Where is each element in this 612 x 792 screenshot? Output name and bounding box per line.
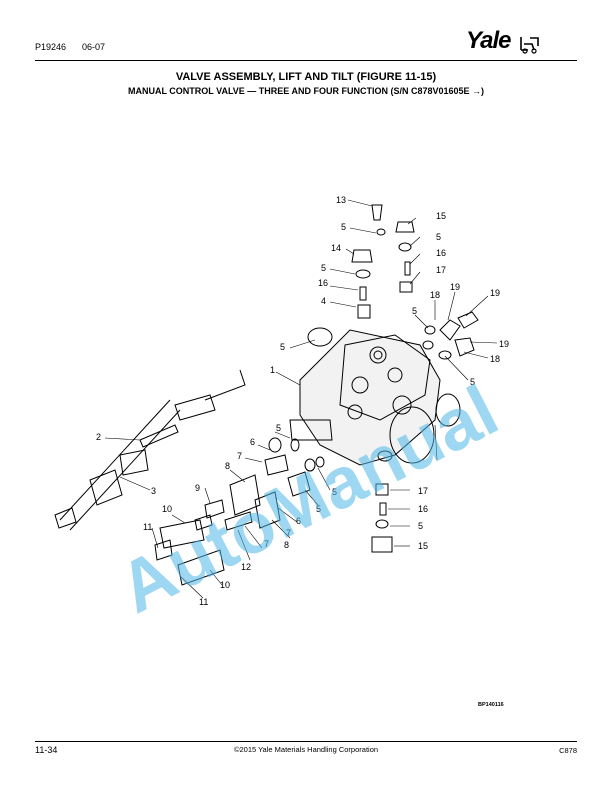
- callout-label: 15: [436, 211, 446, 221]
- page-title: VALVE ASSEMBLY, LIFT AND TILT (FIGURE 11…: [175, 71, 437, 83]
- callout-label: 4: [321, 296, 326, 306]
- document-date: 06-07: [82, 42, 106, 52]
- callout-label: 5: [321, 263, 326, 273]
- callout-label: 3: [151, 486, 156, 496]
- callout-label: 11: [143, 522, 152, 532]
- model-code: C878: [559, 746, 577, 755]
- callout-label: 7: [237, 451, 242, 461]
- callout-label: 16: [436, 248, 446, 258]
- callout-label: 5: [276, 423, 281, 433]
- callout-label: 17: [418, 486, 428, 496]
- callout-label: 5: [470, 377, 475, 387]
- figure-code: BP140116: [478, 702, 504, 708]
- page-number: 11-34: [35, 745, 58, 755]
- callout-label: 5: [280, 342, 285, 352]
- brand-logo-text: Yale: [466, 27, 511, 54]
- header-rule: [35, 60, 577, 61]
- callout-label: 9: [195, 483, 200, 493]
- callout-label: 5: [436, 232, 441, 242]
- callout-label: 16: [418, 504, 428, 514]
- callout-label: 7: [286, 528, 291, 538]
- callout-label: 11: [199, 597, 208, 607]
- callout-label: 16: [318, 278, 328, 288]
- callout-label: 5: [341, 222, 346, 232]
- callout-label: 2: [96, 432, 101, 442]
- callout-label: 5: [316, 504, 321, 514]
- callout-label: 18: [490, 354, 500, 364]
- callout-label: 5: [418, 521, 423, 531]
- callout-label: 5: [332, 487, 337, 497]
- callout-label: 8: [225, 461, 230, 471]
- callout-label: 19: [450, 282, 460, 292]
- callout-label: 18: [430, 290, 440, 300]
- callout-label: 10: [220, 580, 230, 590]
- callout-label: 14: [331, 243, 341, 253]
- callout-label: 1: [270, 365, 275, 375]
- callout-label: 10: [162, 504, 172, 514]
- callout-label: 5: [412, 306, 417, 316]
- copyright: ©2015 Yale Materials Handling Corporatio…: [233, 745, 379, 754]
- callout-label: 19: [499, 339, 509, 349]
- callout-label: 17: [436, 265, 446, 275]
- footer-rule: [35, 741, 577, 742]
- callout-label: 19: [490, 288, 500, 298]
- callout-label: 13: [336, 195, 346, 205]
- callout-label: 6: [250, 437, 255, 447]
- document-number: P19246: [35, 42, 67, 52]
- callout-label: 7: [264, 539, 269, 549]
- callout-label: 6: [296, 516, 301, 526]
- callout-label: 8: [284, 540, 289, 550]
- page-subtitle: MANUAL CONTROL VALVE — THREE AND FOUR FU…: [127, 86, 485, 96]
- callout-label: 12: [241, 562, 251, 572]
- brand-logo: Yale: [466, 27, 542, 56]
- forklift-icon: [520, 37, 539, 54]
- callout-label: 15: [418, 541, 428, 551]
